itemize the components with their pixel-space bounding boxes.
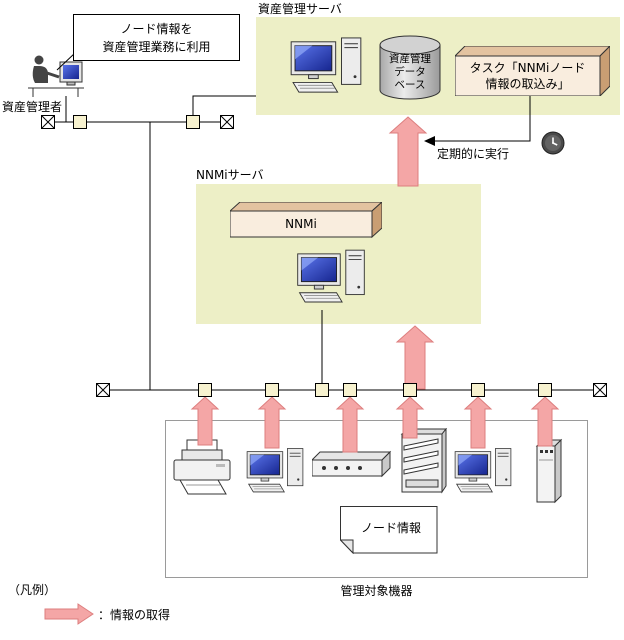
callout-box: ノード情報を 資産管理業務に利用 (73, 14, 240, 61)
database-label: 資産管理 データ ベース (377, 53, 443, 92)
arrow-router (530, 396, 560, 447)
managed-devices-title: 管理対象機器 (340, 584, 413, 598)
network-terminators (41, 115, 607, 397)
nnmi-3d-box (230, 202, 382, 238)
task-label-line2: 情報の取込み」 (485, 77, 570, 91)
arrow-network-to-nnmi (395, 325, 435, 390)
router-icon (535, 438, 563, 504)
callout-line2: 資産管理業務に利用 (102, 40, 211, 54)
info-flow-arrows (44, 116, 560, 625)
asset-server-connector-line (192, 95, 256, 122)
clock-icon (541, 131, 565, 155)
legend-arrow (44, 603, 94, 625)
task-schedule-line (434, 96, 531, 142)
legend-arrow-label: ：情報の取得 (98, 608, 171, 622)
network-hub-icon (312, 450, 392, 478)
arrow-nnmi-to-asset-server (388, 116, 428, 187)
arrow-pc1 (257, 396, 287, 449)
asset-server-title: 資産管理サーバ (258, 2, 342, 16)
node-info-document-icon (340, 506, 438, 554)
arrow-printer (190, 396, 220, 446)
task-box-label: タスク「NNMiノード 情報の取込み」 (455, 56, 600, 96)
task-label-line1: タスク「NNMiノード (469, 61, 586, 75)
arrow-tray-device (395, 396, 425, 439)
schedule-arrowhead (424, 136, 435, 146)
database-label-line3: ベース (394, 79, 426, 91)
asset-manager-person-icon (28, 55, 84, 97)
database-label-line1: 資産管理 (389, 53, 431, 65)
nnmi-server-title: NNMiサーバ (196, 168, 264, 182)
database-label-line2: データ (394, 66, 426, 78)
callout-line1: ノード情報を (120, 22, 193, 36)
node-info-label: ノード情報 (360, 521, 421, 535)
database-cylinder-icon (379, 35, 441, 100)
asset-manager-label: 資産管理者 (2, 100, 63, 114)
legend-heading: （凡例） (8, 583, 57, 597)
nnmi-box-label: NNMi (285, 217, 317, 231)
arrow-pc2 (463, 396, 493, 449)
callout-leader-line (56, 52, 76, 71)
task-3d-box (455, 46, 610, 96)
network-connector-squares (73, 115, 552, 397)
arrow-hub (335, 396, 365, 453)
schedule-label: 定期的に実行 (437, 147, 510, 161)
